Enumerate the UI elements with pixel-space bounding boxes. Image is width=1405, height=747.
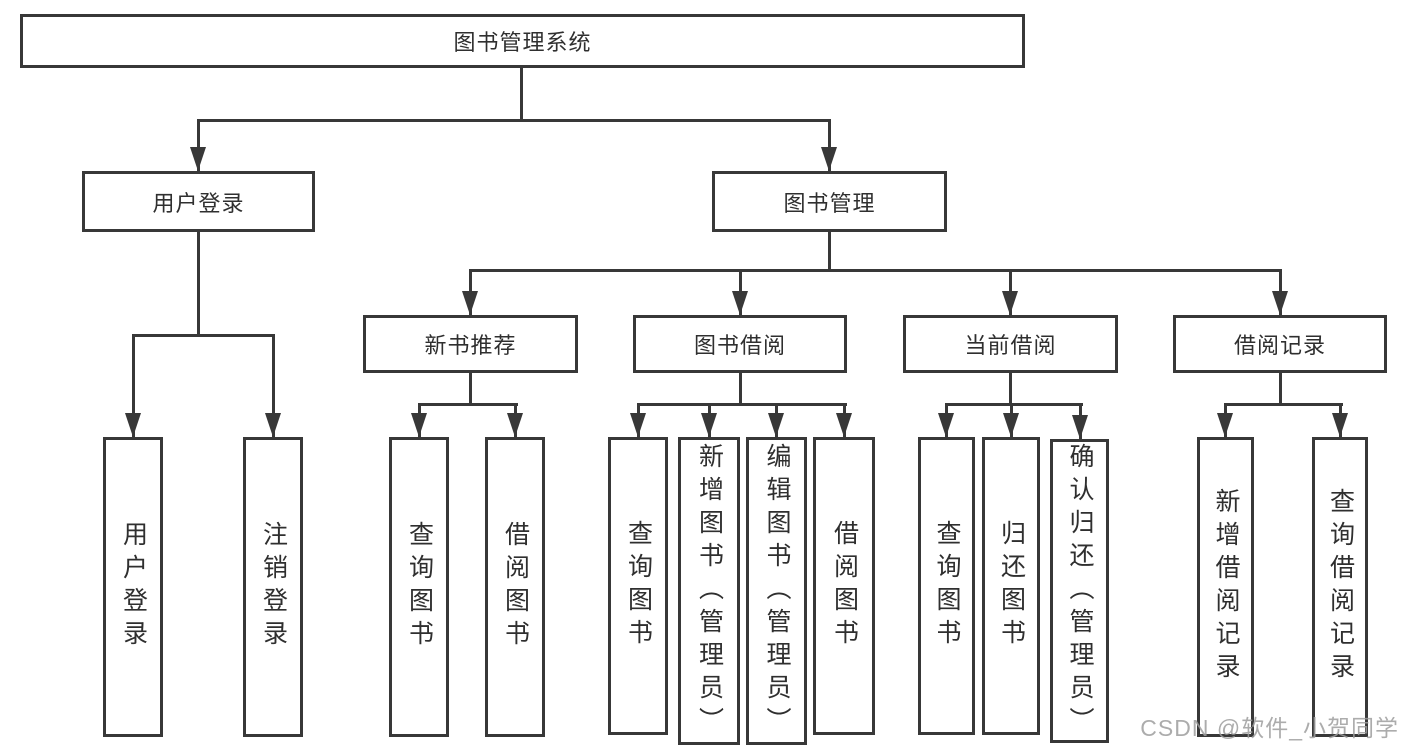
connector-line	[469, 269, 1282, 272]
connector-line	[520, 68, 523, 120]
leaf-query-books-borrowing: 查询图书	[608, 437, 668, 735]
arrow-down-icon	[768, 413, 784, 437]
connector-line	[637, 403, 847, 406]
connector-line	[418, 403, 518, 406]
arrow-down-icon	[125, 413, 141, 437]
leaf-confirm-return-admin: 确认归还（管理员）	[1050, 439, 1109, 743]
leaf-logout: 注销登录	[243, 437, 303, 737]
connector-line	[197, 119, 200, 171]
arrow-down-icon	[1272, 291, 1288, 315]
connector-line	[1224, 403, 1343, 406]
arrow-down-icon	[1002, 291, 1018, 315]
arrow-down-icon	[462, 291, 478, 315]
leaf-user-login: 用户登录	[103, 437, 163, 737]
watermark: CSDN @软件_小贺同学	[1140, 715, 1399, 741]
leaf-edit-books-admin: 编辑图书（管理员）	[746, 437, 807, 745]
node-book-borrowing: 图书借阅	[633, 315, 847, 373]
leaf-add-books-admin: 新增图书（管理员）	[678, 437, 740, 745]
connector-line	[1279, 373, 1282, 406]
leaf-query-borrow-record: 查询借阅记录	[1312, 437, 1368, 737]
connector-line	[739, 373, 742, 406]
connector-line	[469, 373, 472, 406]
leaf-borrow-books-recommend: 借阅图书	[485, 437, 545, 737]
connector-line	[945, 403, 1083, 406]
arrow-down-icon	[1217, 413, 1233, 437]
arrow-down-icon	[507, 413, 523, 437]
connector-line	[272, 334, 275, 437]
connector-line	[828, 232, 831, 272]
arrow-down-icon	[265, 413, 281, 437]
leaf-query-books-current: 查询图书	[918, 437, 975, 735]
arrow-down-icon	[701, 413, 717, 437]
arrow-down-icon	[836, 413, 852, 437]
arrow-down-icon	[1072, 415, 1088, 439]
node-book-management: 图书管理	[712, 171, 947, 232]
connector-line	[1009, 373, 1012, 406]
leaf-add-borrow-record: 新增借阅记录	[1197, 437, 1254, 737]
arrow-down-icon	[190, 147, 206, 171]
connector-line	[132, 334, 135, 437]
node-borrowing-records: 借阅记录	[1173, 315, 1387, 373]
connector-line	[132, 334, 275, 337]
arrow-down-icon	[630, 413, 646, 437]
leaf-query-books-recommend: 查询图书	[389, 437, 449, 737]
node-user-login: 用户登录	[82, 171, 315, 232]
node-current-borrowing: 当前借阅	[903, 315, 1118, 373]
leaf-borrow-books-borrowing: 借阅图书	[813, 437, 875, 735]
arrow-down-icon	[821, 147, 837, 171]
arrow-down-icon	[411, 413, 427, 437]
connector-line	[197, 119, 831, 122]
connector-line	[828, 119, 831, 171]
arrow-down-icon	[938, 413, 954, 437]
connector-line	[197, 232, 200, 336]
node-new-book-recommend: 新书推荐	[363, 315, 578, 373]
node-book-management-system: 图书管理系统	[20, 14, 1025, 68]
arrow-down-icon	[732, 291, 748, 315]
leaf-return-books: 归还图书	[982, 437, 1040, 735]
arrow-down-icon	[1003, 413, 1019, 437]
arrow-down-icon	[1332, 413, 1348, 437]
